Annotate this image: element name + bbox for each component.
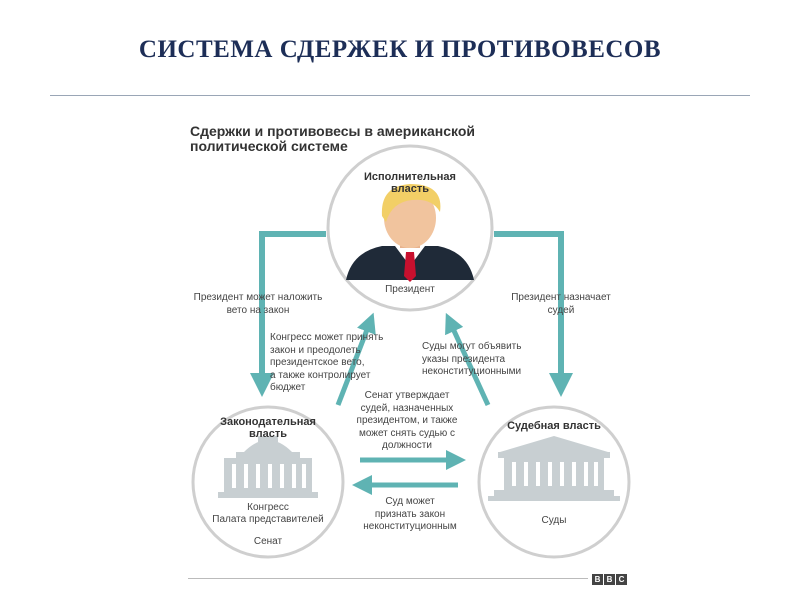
bbc-logo: B B C [592, 574, 627, 585]
label-court-strikes-law: Суд может признать закон неконституционн… [350, 496, 470, 534]
judicial-title: Судебная власть [507, 420, 601, 432]
label-senate-confirms-line-4: может снять судью с [358, 427, 456, 439]
president-figure-icon [346, 184, 474, 282]
label-president-appoints-line-1: Президент назначает [511, 292, 611, 303]
executive-node [326, 144, 494, 312]
veto-connector [250, 231, 326, 397]
legislative-title-line-1: Законодательная [220, 416, 316, 428]
legislative-title: Законодательная власть [198, 416, 338, 440]
label-congress-override-line-1: Конгресс может принять [270, 332, 384, 343]
bbc-logo-block-1: B [592, 574, 603, 585]
executive-title-line-1: Исполнительная [364, 171, 456, 183]
title-divider [50, 95, 750, 96]
legislative-node [191, 405, 345, 559]
label-courts-orders-line-3: неконституционными [422, 366, 522, 377]
judicial-subtitle: Суды [541, 515, 567, 526]
label-president-appoints: Президент назначает судей [496, 292, 626, 317]
graphic-title-line-2: политической системе [190, 138, 348, 154]
courthouse-icon [488, 436, 620, 501]
label-president-veto: Президент может наложить вето на закон [188, 292, 328, 317]
label-congress-override-line-5: бюджет [270, 382, 306, 393]
label-senate-confirms-line-5: должности [382, 440, 432, 451]
legislative-sub-line-1: Конгресс [247, 502, 289, 513]
label-senate-confirms-line-2: судей, назначенных [360, 402, 454, 414]
legislative-sub-line-2: Палата представителей [212, 514, 324, 525]
label-courts-unconstitutional-orders: Суды могут объявить указы президента нек… [422, 341, 547, 379]
label-court-strikes-law-line-2: признать закон [374, 508, 446, 520]
judicial-node [477, 405, 631, 559]
bbc-logo-block-2: B [604, 574, 615, 585]
footer-divider [188, 578, 588, 579]
label-congress-override-line-3: президентское вето, [270, 357, 365, 368]
override-arrow [335, 312, 376, 406]
courts-review-arrow [445, 312, 491, 407]
label-senate-confirms-line-3: президентом, и также [356, 415, 458, 426]
legislative-subtitle: Конгресс Палата представителей Сенат [198, 502, 338, 548]
label-congress-override-line-4: а также контролирует [270, 369, 371, 381]
label-court-strikes-law-line-1: Суд может [385, 496, 435, 507]
executive-subtitle: Президент [385, 284, 435, 295]
label-courts-orders-line-2: указы президента [422, 353, 506, 365]
label-senate-confirms: Сенат утверждает судей, назначенных през… [344, 390, 470, 453]
label-president-veto-line-1: Президент может наложить [193, 292, 323, 303]
label-courts-orders-line-1: Суды могут объявить [422, 341, 522, 352]
label-senate-confirms-line-1: Сенат утверждает [364, 390, 450, 401]
graphic-title-line-1: Сдержки и противовесы в американской [190, 123, 475, 139]
slide-title: СИСТЕМА СДЕРЖЕК И ПРОТИВОВЕСОВ [138, 36, 662, 63]
capitol-building-icon [218, 436, 318, 498]
label-congress-override: Конгресс может принять закон и преодолет… [270, 332, 395, 395]
executive-title: Исполнительная власть [340, 171, 480, 195]
label-congress-override-line-2: закон и преодолеть [270, 344, 361, 356]
legislative-title-line-2: власть [249, 428, 287, 440]
appoint-connector [494, 231, 573, 397]
legislative-sub-line-3: Сенат [253, 536, 283, 547]
label-court-strikes-law-line-3: неконституционным [363, 521, 457, 532]
label-president-veto-line-2: вето на закон [226, 304, 290, 316]
label-president-appoints-line-2: судей [547, 304, 575, 316]
bbc-logo-block-3: C [616, 574, 627, 585]
executive-title-line-2: власть [391, 183, 429, 195]
graphic-title: Сдержки и противовесы в американской пол… [190, 124, 475, 154]
